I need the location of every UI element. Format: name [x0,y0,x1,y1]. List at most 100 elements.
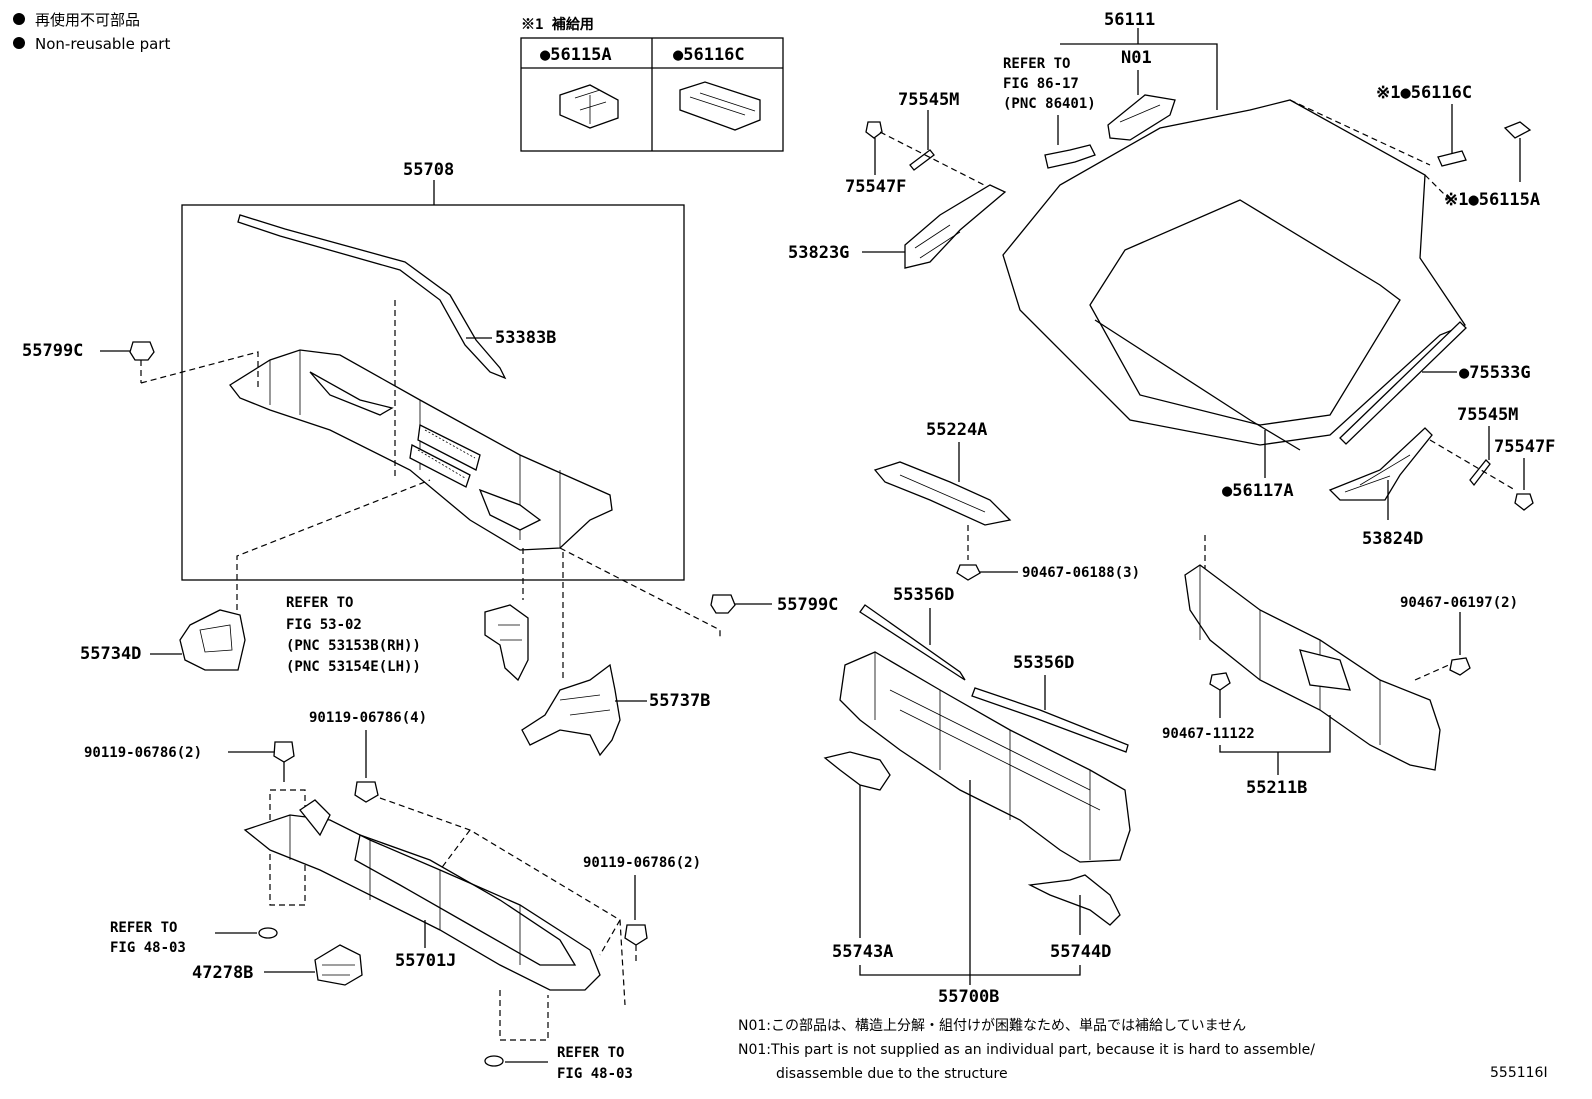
label-55356D-b: 55356D [1013,653,1074,673]
left-side-clips: 75545M 75547F 53823G [788,90,1007,269]
clip-90467-11122-icon [1209,672,1231,691]
cowl-panel-group: 55356D 55356D 55743A 55744D 55700B [823,585,1131,1007]
rain-sensor-icon [1044,144,1096,169]
insulator-55734D [179,609,246,671]
cowl-panel-55700B [839,651,1131,863]
part-55737B: 55737B [521,552,710,757]
seal-75545M-right [1469,459,1491,487]
seal-strip-53383B [237,214,507,380]
non-reusable-bullet-icon [13,13,25,25]
label-55799C-center: 55799C [777,595,838,615]
clip-75547F-icon [865,121,883,139]
label-90119-06786-2a: 90119-06786(2) [84,745,202,761]
cowl-lower-55701J [243,814,601,991]
label-53823G: 53823G [788,243,849,263]
grommet-icon [258,927,278,939]
clip-icon [129,341,155,361]
label-55744D: 55744D [1050,942,1111,962]
ref-86-line2: FIG 86-17 [1003,76,1079,92]
ref-48a-line1: REFER TO [110,920,177,936]
label-90467-11122: 90467-11122 [1162,726,1255,742]
bolt-icon [273,741,295,763]
seal-55356D-a [859,604,966,681]
label-56117A: ●56117A [1222,481,1294,501]
label-75547F-right: 75547F [1494,437,1555,457]
ref-48b-line2: FIG 48-03 [557,1066,633,1082]
label-55700B: 55700B [938,987,999,1007]
label-75547F-left: 75547F [845,177,906,197]
clip-icon [710,594,736,614]
clip-90467-06197-icon [1449,657,1471,676]
figure-id: 555116I [1490,1065,1548,1081]
supply-box-col1: ●56115A [540,45,612,65]
ref-53-line1: REFER TO [286,595,353,611]
seal-53824D [1328,427,1433,501]
right-side-clips: 75545M 75547F 53824D [1328,405,1555,549]
part-55224A: 55224A 90467-06188(3) [873,420,1140,581]
legend: 再使用不可部品 Non-reusable part [13,11,170,53]
label-90467-06188: 90467-06188(3) [1022,565,1140,581]
clip-55799C-left: 55799C [22,341,259,390]
ref-86-line3: (PNC 86401) [1003,96,1096,112]
label-55743A: 55743A [832,942,893,962]
label-53824D: 53824D [1362,529,1423,549]
part-55211B: 90467-06197(2) 90467-11122 55211B [1162,535,1518,798]
grommet-icon [484,1055,504,1067]
bolt-icon [624,924,648,946]
nut-90467-06188-icon [956,564,981,581]
molding-75533G [1339,321,1467,445]
label-55799C-left: 55799C [22,341,83,361]
mirror-bracket-N01 [1107,94,1176,141]
footnote-n01-en-1: N01:This part is not supplied as an indi… [738,1042,1315,1058]
label-53383B: 53383B [495,328,556,348]
label-56116C: ※1●56116C [1376,83,1472,103]
label-56111: 56111 [1104,10,1155,30]
ref-48b-line1: REFER TO [557,1045,624,1061]
non-reusable-bullet-icon [13,37,25,49]
label-75533G: ●75533G [1459,363,1531,383]
bracket-55743A [823,751,891,791]
ref-53-line3: (PNC 53153B(RH)) [286,638,421,654]
ref-53-line2: FIG 53-02 [286,617,362,633]
bracket-55737B [521,663,621,757]
nozzle-bracket [484,604,529,682]
ref-86-line1: REFER TO [1003,56,1070,72]
windshield-group: 56111 N01 REFER TO FIG 86-17 (PNC 86401)… [1002,10,1540,501]
legend-line-en: Non-reusable part [35,35,170,53]
label-90467-06197: 90467-06197(2) [1400,595,1518,611]
label-55224A: 55224A [926,420,987,440]
label-47278B: 47278B [192,963,253,983]
label-56115A: ※1●56115A [1444,190,1540,210]
clip-55799C-center: 55799C [559,547,838,640]
windshield-glass [1002,99,1466,446]
ref-53-line4: (PNC 53154E(LH)) [286,659,421,675]
bracket-55744D [1027,874,1121,926]
footnotes: N01:この部品は、構造上分解・組付けが困難なため、単品では補給していません N… [738,1018,1548,1082]
supply-box: ※1 補給用 ●56115A ●56116C [520,16,784,152]
label-55708: 55708 [403,160,454,180]
label-55737B: 55737B [649,691,710,711]
label-N01: N01 [1121,48,1152,68]
legend-line-jp: 再使用不可部品 [35,11,140,29]
part-55734D: 55734D [80,479,431,671]
clip-56115A-icon [559,84,619,129]
label-75545M-right: 75545M [1457,405,1518,425]
footnote-n01-jp: N01:この部品は、構造上分解・組付けが困難なため、単品では補給していません [738,1018,1246,1034]
footnote-n01-en-2: disassemble due to the structure [776,1066,1008,1082]
ref-48a-line2: FIG 48-03 [110,940,186,956]
seal-75545M [909,149,935,171]
clip-75547F-right-icon [1514,493,1534,511]
seal-56116C-icon [679,81,761,131]
bolt-icon [354,781,379,803]
label-55701J: 55701J [395,951,456,971]
label-55211B: 55211B [1246,778,1307,798]
seal-53823G [904,184,1007,269]
label-90119-06786-4: 90119-06786(4) [309,710,427,726]
cowl-lower-group: 90119-06786(4) 90119-06786(2) 55701J 901… [84,710,701,1082]
label-55356D-a: 55356D [893,585,954,605]
label-55734D: 55734D [80,644,141,664]
clip-56115A [1503,121,1532,139]
supply-box-title: ※1 補給用 [521,16,594,33]
supply-box-col2: ●56116C [673,45,745,65]
